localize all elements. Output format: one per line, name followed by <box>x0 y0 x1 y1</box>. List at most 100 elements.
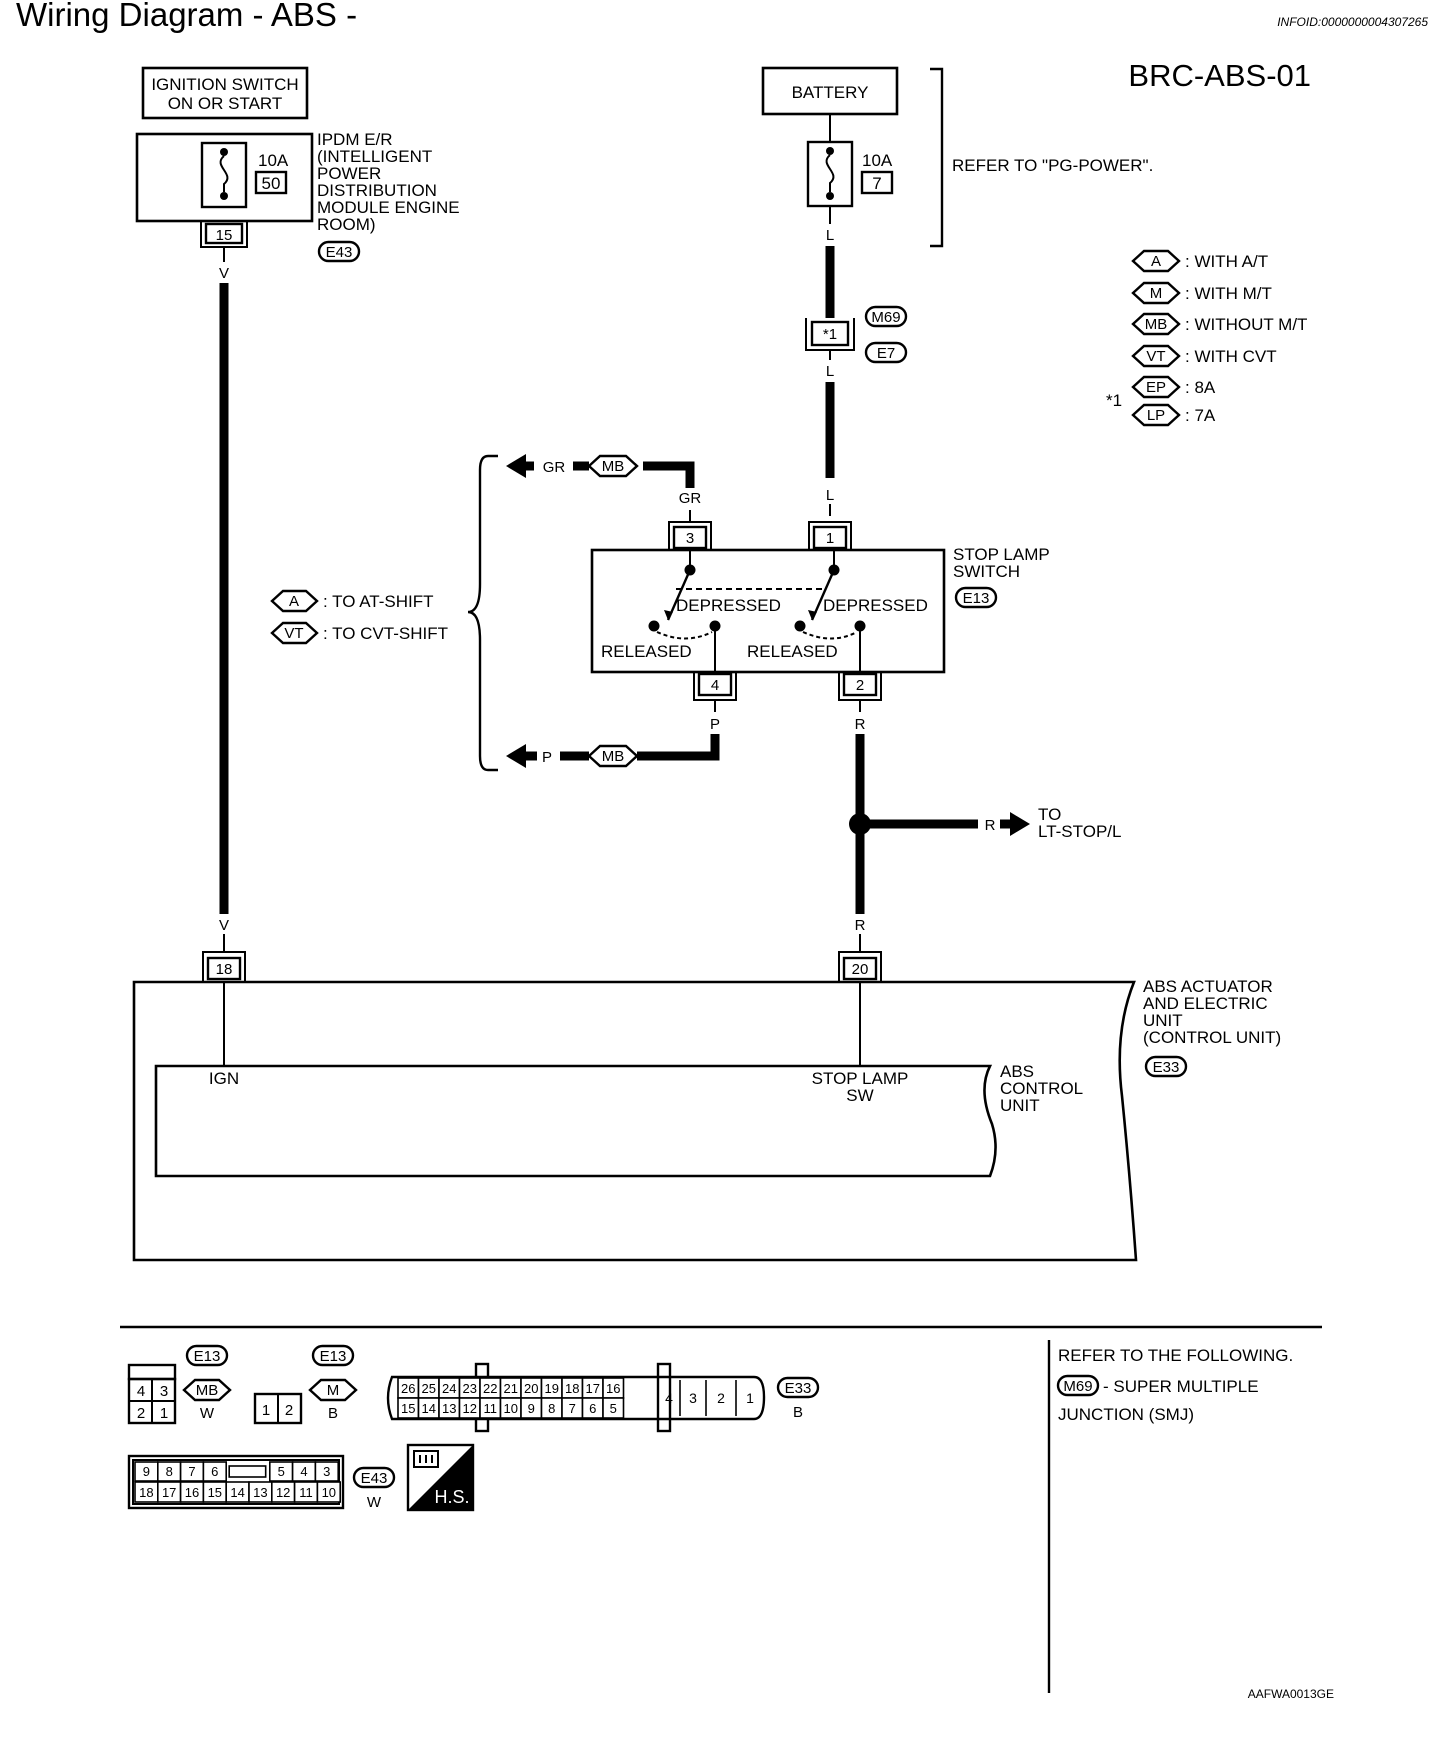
svg-text:2: 2 <box>137 1405 145 1422</box>
e33-pin: 9 <box>528 1401 535 1416</box>
wire-color-l-3: L <box>826 487 834 504</box>
svg-text:E43: E43 <box>361 1470 388 1487</box>
wire-color-l-2: L <box>826 363 834 380</box>
svg-text:RELEASED: RELEASED <box>747 642 838 661</box>
battery-fuse-number: 7 <box>872 174 881 193</box>
svg-text:RELEASED: RELEASED <box>601 642 692 661</box>
svg-text:DISTRIBUTION: DISTRIBUTION <box>317 181 437 200</box>
e33-pin: 22 <box>483 1381 497 1396</box>
e43-pin: 4 <box>300 1464 307 1479</box>
e43-pin: 12 <box>276 1485 290 1500</box>
svg-text:IGNITION SWITCH: IGNITION SWITCH <box>151 75 298 94</box>
stop-lamp-switch-name-2: SWITCH <box>953 562 1020 581</box>
e33-pin-large: 3 <box>689 1390 697 1406</box>
e33-pin: 25 <box>422 1381 436 1396</box>
svg-text:MB: MB <box>196 1382 219 1399</box>
legend-item-ep: EP : 8A <box>1131 375 1216 399</box>
wire-color-v-bottom: V <box>219 917 229 934</box>
e43-pin: 11 <box>299 1485 313 1500</box>
e43-key-slot <box>228 1465 267 1478</box>
wire-color-r-1: R <box>855 716 866 733</box>
svg-text:B: B <box>793 1404 803 1421</box>
wire-color-l-1: L <box>826 227 834 244</box>
svg-text:1: 1 <box>160 1405 168 1422</box>
svg-text:10A: 10A <box>258 151 289 170</box>
svg-text:A: A <box>1151 253 1161 270</box>
svg-text:E7: E7 <box>877 345 895 362</box>
svg-text:BATTERY: BATTERY <box>792 83 869 102</box>
fuse-joint-connector: *1 M69 E7 <box>805 305 908 364</box>
legend-item-mb: MB : WITHOUT M/T <box>1131 312 1307 336</box>
e33-pin-large: 1 <box>746 1390 754 1406</box>
ipdm-fuse-icon <box>200 141 248 209</box>
svg-text:15: 15 <box>216 227 233 244</box>
e43-pin: 14 <box>230 1485 244 1500</box>
svg-text:VT: VT <box>1146 348 1165 365</box>
ipdm-terminal-15: 15 <box>200 221 248 248</box>
svg-text:E13: E13 <box>320 1348 347 1365</box>
e33-pin: 13 <box>442 1401 456 1416</box>
e33-pin: 14 <box>422 1401 436 1416</box>
legend-item-a: A : WITH A/T <box>1131 249 1268 273</box>
harness-side-icon: H.S. <box>406 1443 475 1512</box>
svg-text:A: A <box>289 593 299 610</box>
switch-terminal-4: 4 <box>711 677 719 694</box>
stop-lamp-switch-connector-tag: E13 <box>954 586 998 609</box>
arrow-left-p <box>506 744 526 768</box>
e33-pin: 19 <box>545 1381 559 1396</box>
wire-color-gr-2: GR <box>543 459 566 476</box>
ipdm-connector-tag: E43 <box>317 240 361 263</box>
abs-terminal-18: 18 <box>216 961 233 978</box>
info-id: INFOID:0000000004307265 <box>1277 15 1428 29</box>
svg-text:: 7A: : 7A <box>1185 406 1216 425</box>
svg-text:ON OR START: ON OR START <box>168 94 283 113</box>
e33-pin-large: 2 <box>717 1390 725 1406</box>
svg-text:UNIT: UNIT <box>1000 1096 1040 1115</box>
svg-text:1: 1 <box>262 1402 270 1419</box>
e43-pin: 9 <box>143 1464 150 1479</box>
legend-item-lp: LP : 7A <box>1131 403 1216 427</box>
option-tag-mb-top: MB <box>587 454 639 478</box>
svg-text:E13: E13 <box>194 1348 221 1365</box>
svg-text:(INTELLIGENT: (INTELLIGENT <box>317 147 432 166</box>
svg-text:MB: MB <box>1145 316 1168 333</box>
e33-pin: 8 <box>548 1401 555 1416</box>
connector-e13-mb: 4 3 2 1 E13 MB W <box>127 1344 232 1425</box>
e43-pin: 13 <box>253 1485 267 1500</box>
bracket-note-vt: VT : TO CVT-SHIFT <box>270 621 448 645</box>
wire-color-r-3: R <box>855 917 866 934</box>
svg-text:CONTROL: CONTROL <box>1000 1079 1083 1098</box>
abs-pin-stop-2: SW <box>846 1086 873 1105</box>
e33-pin: 21 <box>504 1381 518 1396</box>
e33-pin: 23 <box>463 1381 477 1396</box>
svg-text:M: M <box>1150 285 1163 302</box>
abs-terminal-20: 20 <box>852 961 869 978</box>
svg-text:W: W <box>367 1494 382 1511</box>
e33-pin: 26 <box>401 1381 415 1396</box>
svg-text:3: 3 <box>160 1383 168 1400</box>
diagram-code: BRC-ABS-01 <box>1128 58 1311 93</box>
e43-pin: 6 <box>211 1464 218 1479</box>
e43-pin: 8 <box>166 1464 173 1479</box>
e33-pin: 17 <box>586 1381 600 1396</box>
legend: A : WITH A/T M : WITH M/T MB : WITHOUT M… <box>1106 249 1307 427</box>
abs-unit-name-4: (CONTROL UNIT) <box>1143 1028 1281 1047</box>
svg-text:: WITH CVT: : WITH CVT <box>1185 347 1277 366</box>
switch-terminal-2: 2 <box>856 677 864 694</box>
e33-pin: 10 <box>504 1401 518 1416</box>
svg-text:E33: E33 <box>785 1380 812 1397</box>
svg-text:ABS: ABS <box>1000 1062 1034 1081</box>
wire-color-v-top: V <box>219 265 229 282</box>
svg-text:EP: EP <box>1146 379 1166 396</box>
svg-text:B: B <box>328 1405 338 1422</box>
switch-terminal-1: 1 <box>826 530 834 547</box>
legend-star-note: *1 <box>1106 391 1122 410</box>
to-lt-stop-2: LT-STOP/L <box>1038 822 1121 841</box>
refer-pg-power: REFER TO "PG-POWER". <box>952 156 1153 175</box>
abs-actuator-unit: 18 20 IGN STOP LAMP SW ABS CONTROL UNIT <box>132 951 1138 1262</box>
svg-text:: WITH M/T: : WITH M/T <box>1185 284 1272 303</box>
battery-fuse-amp: 10A <box>862 151 893 170</box>
